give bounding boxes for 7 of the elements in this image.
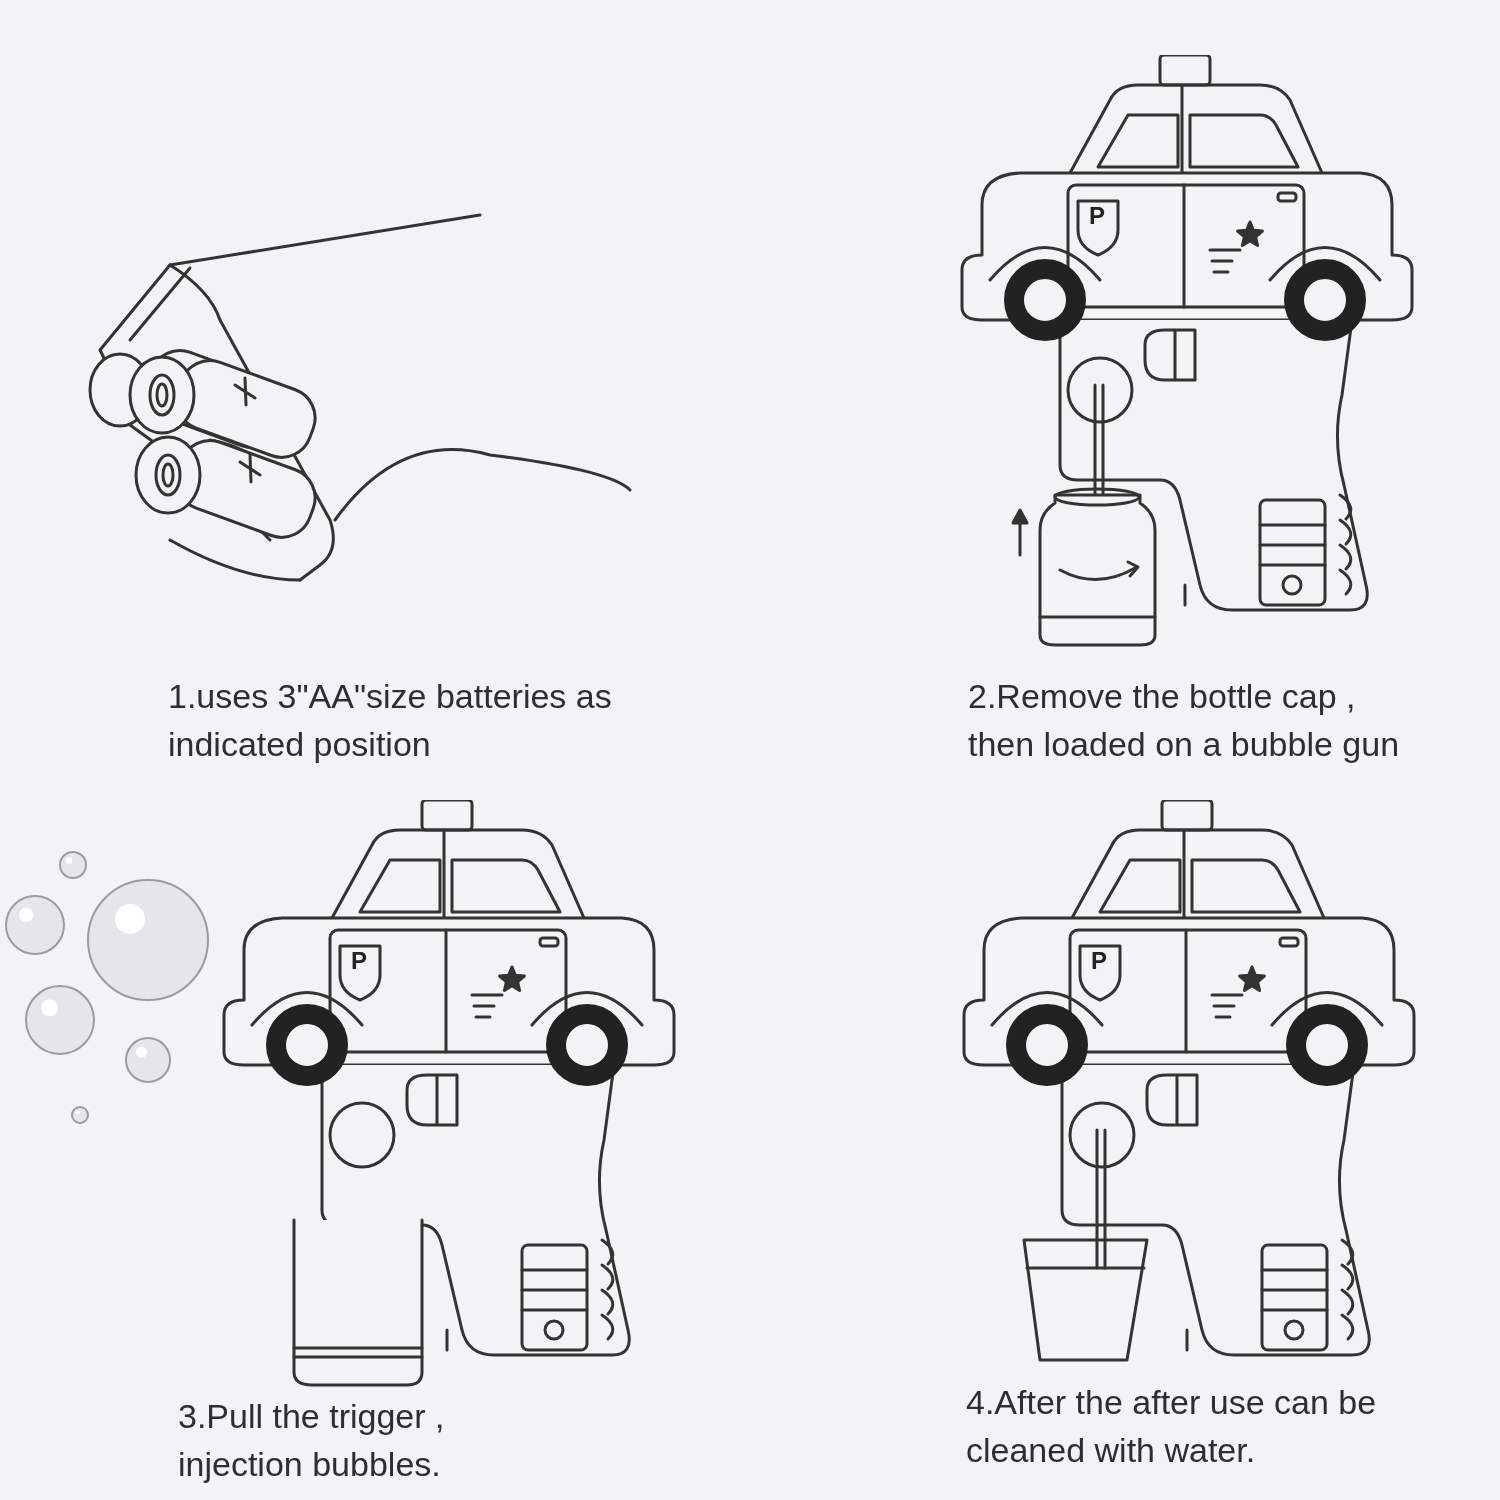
instruction-text: 3.Pull the trigger , injection bubbles.: [178, 1396, 446, 1485]
instruction-text: 2.Remove the bottle cap , then loaded on a bubble gun: [968, 676, 1401, 765]
instruction-text: 4.After the after use can be cleaned with water.: [966, 1382, 1378, 1471]
badge-letter: P: [1091, 949, 1107, 973]
instruction-text: 1.uses 3"AA"size batteries as indicated position: [168, 676, 613, 765]
badge-letter: P: [351, 949, 367, 973]
badge-letter: P: [1089, 204, 1105, 228]
